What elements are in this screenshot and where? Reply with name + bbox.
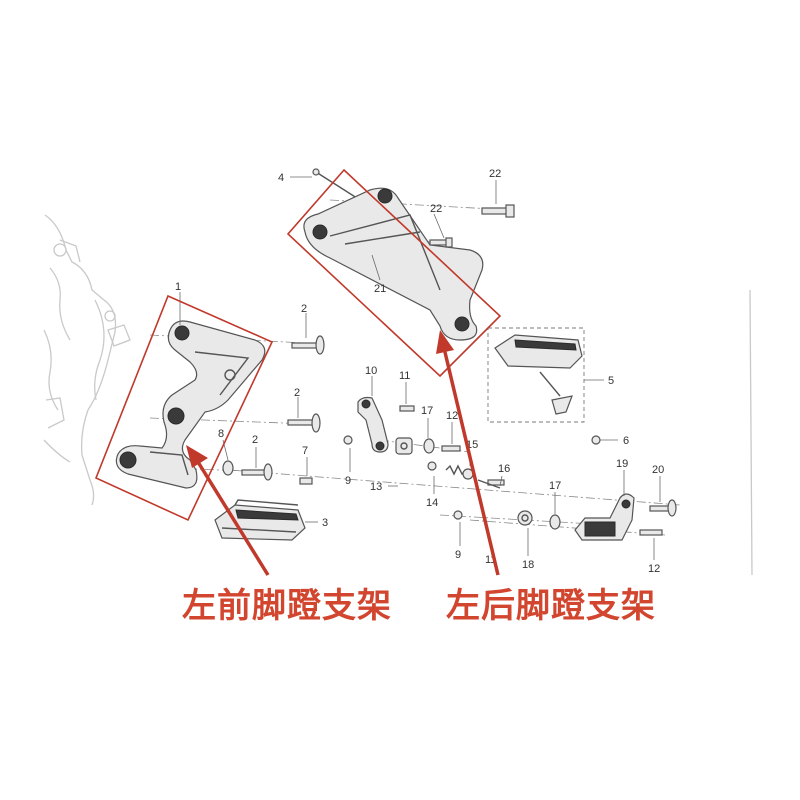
highlight-box-rear-bracket	[286, 168, 502, 378]
bolt-22-lower	[429, 237, 453, 248]
part-5-rear-footpeg-assembly	[487, 327, 585, 423]
part-20-bolt	[649, 499, 677, 517]
highlight-box-front-bracket	[94, 294, 274, 522]
callout-14: 14	[426, 497, 438, 509]
part-22-bolts	[429, 204, 515, 248]
part-11-bolts	[399, 405, 505, 486]
callout-13: 13	[370, 481, 382, 493]
callout-7: 7	[302, 445, 308, 457]
part-6-nut	[591, 435, 601, 445]
callout-12-upper: 12	[446, 410, 458, 422]
part-21-rear-footrest-bracket	[303, 187, 484, 341]
callout-4: 4	[278, 172, 284, 184]
part-4-pin	[312, 168, 361, 201]
callout-2-middle: 2	[294, 387, 300, 399]
part-3-footpeg	[214, 499, 306, 541]
callout-11-upper: 11	[399, 370, 410, 382]
caption-front-footrest-bracket: 左前脚蹬支架	[182, 586, 392, 626]
bolt-2-middle	[287, 413, 321, 433]
frame-outline-ghost	[43, 214, 131, 506]
callout-6: 6	[623, 435, 629, 447]
callout-3: 3	[322, 517, 328, 529]
callout-9-left: 9	[345, 475, 351, 487]
arrow-rear-bracket	[436, 330, 500, 576]
part-14-spring	[427, 461, 467, 476]
part-7-small-bolt	[299, 477, 313, 485]
callout-numbers: 1 2 2 2 3 4 5 6 7 8 9 9 10 11 11 12 12 1…	[175, 168, 664, 575]
callout-20: 20	[652, 464, 664, 476]
callout-1: 1	[175, 281, 181, 293]
part-16-pin	[477, 479, 501, 489]
part-17-washers	[423, 438, 561, 530]
caption-rear-footrest-bracket: 左后脚蹬支架	[446, 586, 656, 626]
arrow-front-bracket	[186, 445, 270, 576]
callout-22-lower: 22	[430, 203, 442, 215]
part-10-link-arm	[357, 396, 389, 453]
callout-12-lower: 12	[648, 563, 660, 575]
part-13-spacer	[395, 437, 413, 455]
bolt-22-upper	[481, 204, 515, 218]
part-2-bolts	[241, 335, 325, 481]
bolt-2-upper	[291, 335, 325, 355]
callout-22-upper: 22	[489, 168, 501, 180]
part-19-shift-pedal	[574, 493, 635, 541]
part-12-bolts	[441, 445, 663, 536]
callout-18: 18	[522, 559, 534, 571]
bolt-2-lower	[241, 463, 273, 481]
callout-16: 16	[498, 463, 510, 475]
callout-5: 5	[608, 375, 614, 387]
callout-11-lower: 11	[485, 554, 496, 566]
part-1-front-footrest-bracket	[115, 320, 266, 489]
callout-19: 19	[616, 458, 628, 470]
callout-21: 21	[374, 283, 386, 295]
callout-17-upper: 17	[421, 405, 433, 417]
callout-2-upper: 2	[301, 303, 307, 315]
frame-edge-right	[749, 289, 753, 576]
callout-9-lower: 9	[455, 549, 461, 561]
part-8-washer	[222, 460, 234, 476]
part-9-nuts	[343, 435, 463, 520]
callout-10: 10	[365, 365, 377, 377]
callout-8: 8	[218, 428, 224, 440]
callout-2-lower: 2	[252, 434, 258, 446]
part-18-bushing	[517, 510, 533, 526]
callout-17-lower: 17	[549, 480, 561, 492]
